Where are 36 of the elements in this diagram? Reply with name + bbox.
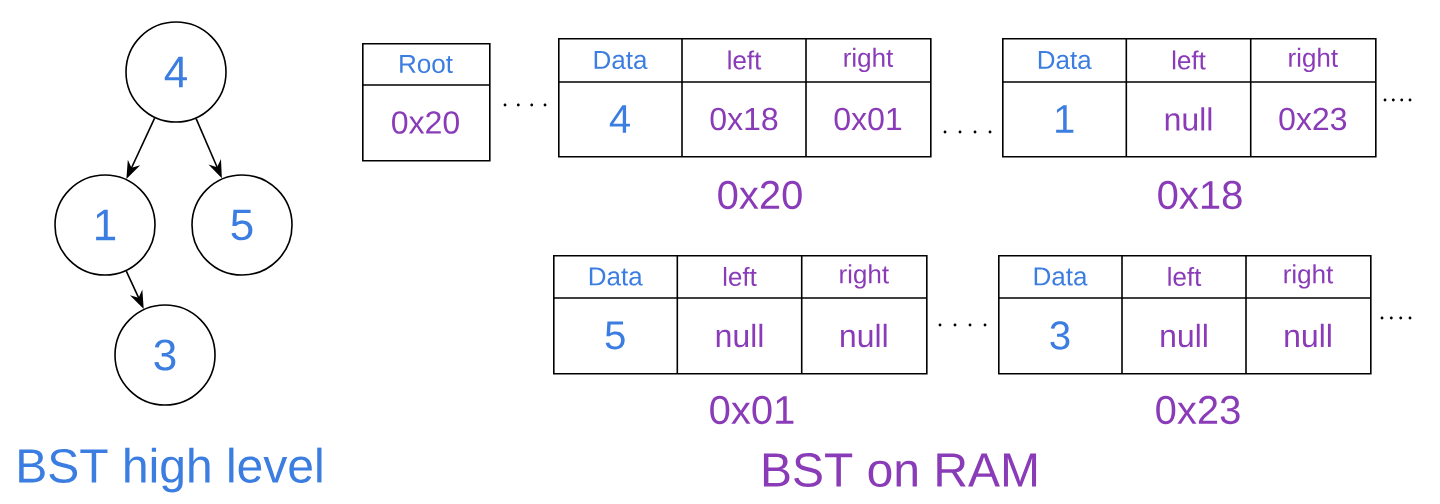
address-label: 0x20 — [718, 180, 802, 210]
header-text: left — [1172, 50, 1206, 70]
cell-value: 0x18 — [710, 107, 778, 131]
cell-value: 5 — [605, 321, 625, 350]
header-text: Data — [1038, 50, 1092, 70]
header-text: left — [723, 266, 757, 287]
cell-value: 0x23 — [1279, 107, 1347, 131]
cell-value: null — [1161, 323, 1207, 348]
cell-value: null — [841, 323, 887, 348]
header-text: Data — [589, 267, 643, 286]
header-text: right — [1284, 264, 1334, 289]
memory-table — [997, 254, 1372, 425]
memory-table — [1001, 37, 1377, 210]
address-label: 0x23 — [1156, 395, 1240, 425]
cell-value: 0x20 — [392, 111, 459, 134]
cell-value: null — [716, 323, 763, 348]
cell-value: 4 — [609, 105, 630, 133]
header-text: right — [840, 264, 889, 289]
memory-table — [557, 37, 932, 210]
header-text: Data — [1034, 267, 1088, 286]
header-text: Root — [400, 54, 453, 74]
header-text: right — [1289, 47, 1338, 73]
cell-value: 3 — [1050, 321, 1070, 350]
address-label: 0x18 — [1158, 180, 1242, 210]
cell-value: null — [1285, 323, 1331, 348]
cell-value: null — [1165, 107, 1212, 131]
header-text: right — [844, 47, 894, 73]
cell-value: 0x01 — [834, 107, 902, 131]
caption-text: BST on RAM — [763, 453, 1037, 487]
header-text: left — [728, 50, 762, 70]
address-label: 0x01 — [710, 395, 794, 425]
header-text: Data — [594, 50, 648, 70]
memory-table — [552, 254, 928, 425]
header-text: left — [1168, 266, 1202, 287]
memory-table — [361, 43, 491, 162]
cell-value: 1 — [1056, 105, 1074, 133]
